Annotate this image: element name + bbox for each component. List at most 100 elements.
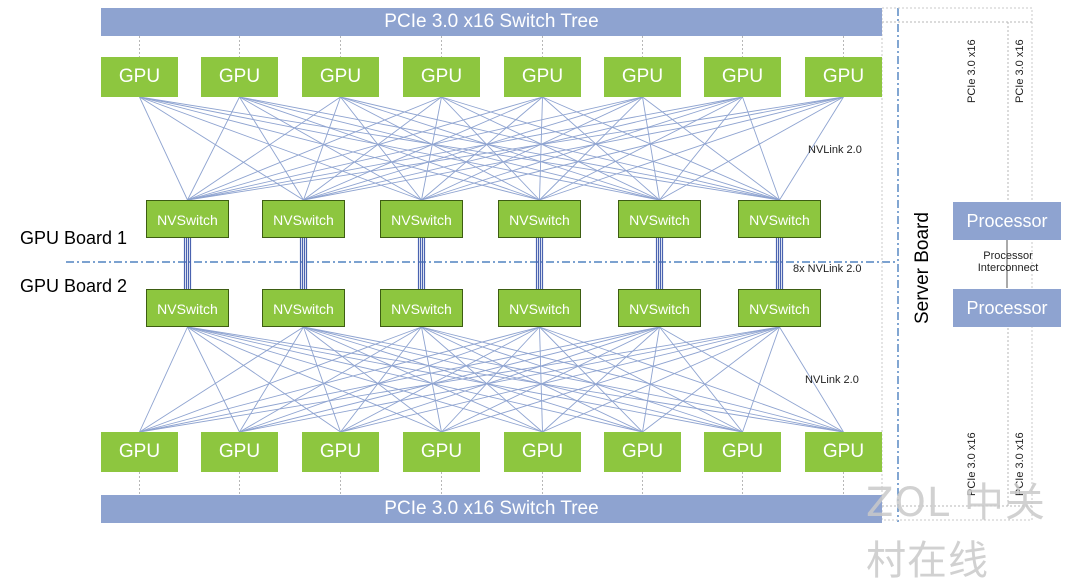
nvlink-bottom-6-2 xyxy=(421,326,743,433)
nvlink-top-2-5 xyxy=(340,96,780,201)
nvlink-top-4-4 xyxy=(542,96,660,201)
nvlink-bottom-7-1 xyxy=(303,326,844,433)
nvswitch-topology-diagram: PCIe 3.0 x16 Switch Tree PCIe 3.0 x16 Sw… xyxy=(20,7,1061,584)
nvlink-top-5-2 xyxy=(421,96,643,201)
nvlink-top-4-0 xyxy=(187,96,543,201)
nvlink-bundle-1 xyxy=(183,238,192,289)
nvswitch-board2-3: NVSwitch xyxy=(380,289,463,327)
nvlink-bottom-3-4 xyxy=(441,326,660,433)
nvswitch-board1-6: NVSwitch xyxy=(738,200,821,238)
gpu-bottom-2: GPU xyxy=(201,432,278,472)
processor-interconnect-line-2: Interconnect xyxy=(977,262,1039,274)
nvlink-top-3-2 xyxy=(421,96,442,201)
gpu-top-3: GPU xyxy=(302,57,379,97)
nvswitch-board2-4: NVSwitch xyxy=(498,289,581,327)
nvlink-top-6-4 xyxy=(659,96,743,201)
nvswitch-board2-5: NVSwitch xyxy=(618,289,701,327)
nvlink-top-1-3 xyxy=(239,96,540,201)
nvlink-bottom-5-3 xyxy=(539,326,643,433)
zol-watermark: ZOL 中关村在线 xyxy=(866,480,1046,584)
nvlink-top-7-1 xyxy=(303,96,844,201)
nvlink-top-0-1 xyxy=(139,96,304,201)
nvlink-bottom-2-3 xyxy=(340,326,540,433)
nvlink-bottom-3-0 xyxy=(187,326,442,433)
nvlink-bottom-4-5 xyxy=(542,326,780,433)
nvlink-top-5-1 xyxy=(303,96,643,201)
bottom-pcie-switch-tree: PCIe 3.0 x16 Switch Tree xyxy=(101,495,882,523)
nvlink-top-4-2 xyxy=(421,96,543,201)
nvlink-top-0-5 xyxy=(139,96,780,201)
nvlink-top-4-1 xyxy=(303,96,543,201)
nvlink-top-0-2 xyxy=(139,96,422,201)
nvlink-top-3-0 xyxy=(187,96,442,201)
nvlink-top-2-0 xyxy=(187,96,341,201)
processor-interconnect-line-1: Processor xyxy=(983,250,1033,262)
nvswitch-board1-4: NVSwitch xyxy=(498,200,581,238)
nvlink-top-3-1 xyxy=(303,96,442,201)
nvlink-top-7-3 xyxy=(539,96,844,201)
nvlink-bottom-7-3 xyxy=(539,326,844,433)
nvlink-top-6-2 xyxy=(421,96,743,201)
nvlink-bottom-7-4 xyxy=(659,326,844,433)
nvlink-top-2-4 xyxy=(340,96,660,201)
gpu-bottom-5: GPU xyxy=(504,432,581,472)
nvswitch-board2-1: NVSwitch xyxy=(146,289,229,327)
nvlink-bottom-5-1 xyxy=(303,326,643,433)
processor-bottom: Processor xyxy=(953,289,1061,327)
nvlink-bottom-2-1 xyxy=(303,326,341,433)
nvlink-bundle-6 xyxy=(775,238,784,289)
nvlink-top-5-0 xyxy=(187,96,643,201)
nvlink-bottom-6-3 xyxy=(539,326,743,433)
nvlink-top-6-1 xyxy=(303,96,743,201)
nvlink-bottom-1-2 xyxy=(239,326,422,433)
nvlink-top-5-5 xyxy=(642,96,780,201)
nvlink-top-6-5 xyxy=(742,96,780,201)
nvlink-bottom-4-0 xyxy=(187,326,543,433)
nvlink-bottom-6-5 xyxy=(742,326,780,433)
nvlink-top-7-0 xyxy=(187,96,844,201)
gpu-board-2-label: GPU Board 2 xyxy=(20,276,128,296)
nvlink-bundle-4 xyxy=(535,238,544,289)
nvlink-top-1-4 xyxy=(239,96,660,201)
top-pcie-switch-tree: PCIe 3.0 x16 Switch Tree xyxy=(101,8,882,36)
link-lines xyxy=(66,7,1033,522)
nvlink-bottom-3-3 xyxy=(441,326,540,433)
nvlink-top-2-3 xyxy=(340,96,540,201)
nvlink-top-4-5 xyxy=(542,96,780,201)
nvlink-bottom-0-0 xyxy=(139,326,188,433)
nvlink-top-2-2 xyxy=(340,96,422,201)
nvlink-top-6-0 xyxy=(187,96,743,201)
nvlink-bottom-7-2 xyxy=(421,326,844,433)
gpu-top-5: GPU xyxy=(504,57,581,97)
nvlink-top-2-1 xyxy=(303,96,341,201)
processor-top: Processor xyxy=(953,202,1061,240)
server-board-outline xyxy=(881,7,1033,521)
gpu-top-7: GPU xyxy=(704,57,781,97)
nvlink-bottom-4-1 xyxy=(303,326,543,433)
nvlink-8x-label: 8x NVLink 2.0 xyxy=(793,263,862,275)
nvlink-bottom-3-5 xyxy=(441,326,780,433)
gpu-bottom-6: GPU xyxy=(604,432,681,472)
nvlink-top-7-4 xyxy=(659,96,844,201)
nvlink-top-1-0 xyxy=(187,96,240,201)
gpu-top-4: GPU xyxy=(403,57,480,97)
nvlink-bottom-4-4 xyxy=(542,326,660,433)
nvlink-top-5-3 xyxy=(539,96,643,201)
nvlink-bottom-4-3 xyxy=(539,326,543,433)
nvlink-bottom-2-4 xyxy=(340,326,660,433)
nvswitch-board1-1: NVSwitch xyxy=(146,200,229,238)
nvswitch-board1-5: NVSwitch xyxy=(618,200,701,238)
nvlink-top-6-3 xyxy=(539,96,743,201)
nvlink-bottom-6-4 xyxy=(659,326,743,433)
gpu-bottom-3: GPU xyxy=(302,432,379,472)
gpu-top-2: GPU xyxy=(201,57,278,97)
nvlink-bottom-5-5 xyxy=(642,326,780,433)
nvlink-bundle-2 xyxy=(299,238,308,289)
pcie-label-top-right: PCIe 3.0 x16 xyxy=(1014,39,1026,103)
nvlink-bottom-1-3 xyxy=(239,326,540,433)
gpu-bottom-1: GPU xyxy=(101,432,178,472)
gpu-top-1: GPU xyxy=(101,57,178,97)
nvlink-bottom-0-3 xyxy=(139,326,540,433)
nvswitch-board1-3: NVSwitch xyxy=(380,200,463,238)
nvlink-bundle-3 xyxy=(417,238,426,289)
